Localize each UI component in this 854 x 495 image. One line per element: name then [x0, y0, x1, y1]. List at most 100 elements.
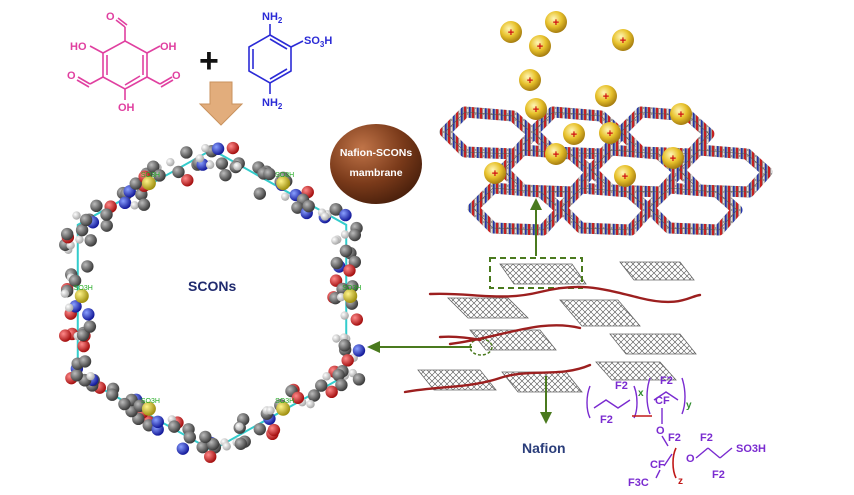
- ring-atom: [83, 320, 97, 333]
- ring-atom: [183, 431, 197, 444]
- cof-pore-edge: [472, 187, 562, 231]
- ring-atom: [180, 146, 193, 159]
- cation-charge: +: [622, 171, 628, 183]
- graphene-sheet: [499, 263, 587, 285]
- ring-atom: [253, 187, 266, 200]
- formula-f2-b: F2: [600, 414, 613, 426]
- ring-atom: [153, 169, 166, 182]
- ring-atom: [352, 344, 366, 357]
- graphene-sheet: [559, 299, 641, 327]
- ring-atom: [332, 368, 345, 382]
- ring-atom: [330, 203, 343, 216]
- formula-f3c: F3C: [628, 477, 649, 489]
- formula-cf: CF: [655, 395, 670, 407]
- cof-framework: [439, 106, 773, 236]
- ring-atom: [100, 219, 113, 232]
- ring-atom: [234, 437, 247, 450]
- ring-atom: [64, 303, 74, 312]
- synthesis-arrow: [198, 81, 244, 126]
- ring-atom: [266, 406, 275, 415]
- cation-sphere: [545, 11, 567, 33]
- ring-atom: [335, 378, 348, 392]
- membrane-label-line1: Nafion-SCONs: [340, 147, 412, 159]
- cation-charge: +: [553, 149, 559, 161]
- ring-atom: [77, 339, 90, 353]
- ring-atom: [196, 440, 209, 454]
- cation-sphere: [519, 69, 541, 91]
- ring-so3h-label: SO3H: [342, 285, 361, 292]
- cation-charge: +: [553, 17, 559, 29]
- monomer1-o-top: O: [106, 11, 115, 23]
- ring-atom: [332, 334, 341, 343]
- ring-atom: [205, 160, 215, 170]
- cation-sphere: [670, 103, 692, 125]
- ring-atom: [340, 230, 350, 239]
- sulfur-atom: [74, 289, 89, 303]
- cation-charge: +: [678, 109, 684, 121]
- graphene-sheet: [595, 361, 677, 381]
- ring-atom: [129, 177, 142, 190]
- ring-atom: [307, 389, 321, 402]
- cation-charge: +: [607, 128, 613, 140]
- ring-atom: [181, 174, 194, 187]
- cation-sphere: [484, 162, 506, 184]
- ring-atom: [72, 211, 81, 220]
- graphene-sheets: [417, 261, 697, 393]
- ring-atom: [320, 212, 330, 221]
- formula-f2-f: F2: [712, 469, 725, 481]
- cation-charge: +: [620, 35, 626, 47]
- formula-o1: O: [656, 425, 665, 437]
- ring-atom: [68, 274, 82, 287]
- graphene-sheet: [469, 329, 557, 351]
- cof-pore: [555, 182, 655, 236]
- ring-atom: [348, 228, 362, 242]
- ring-atom: [168, 420, 181, 433]
- ring-atom: [233, 162, 242, 171]
- ring-atom: [172, 165, 185, 179]
- monomer-diaminobenzenesulfonic-acid: [248, 24, 304, 94]
- ring-atom: [352, 373, 366, 386]
- formula-f2-e: F2: [700, 432, 713, 444]
- ring-atom: [79, 213, 93, 227]
- monomer1-oh-top-right: OH: [160, 41, 177, 53]
- monomer1-oh-bottom: OH: [118, 102, 135, 114]
- ring-atom: [199, 430, 212, 444]
- ring-atom: [329, 274, 343, 287]
- ring-atom: [118, 196, 132, 210]
- cation-charge: +: [537, 41, 543, 53]
- formula-cf2: CF: [650, 459, 665, 471]
- cation-charge: +: [571, 129, 577, 141]
- cation-sphere: [662, 147, 684, 169]
- ring-atom: [76, 328, 90, 342]
- ring-atom: [60, 227, 74, 241]
- ring-atom: [75, 235, 84, 244]
- cation-sphere: [614, 165, 636, 187]
- sulfur-atom: [141, 176, 156, 191]
- ring-atom: [330, 256, 343, 270]
- monomer1-oh-top-left: HO: [70, 41, 87, 53]
- monomer2-nh2-top: NH2: [262, 11, 283, 25]
- ring-atom: [341, 354, 354, 367]
- ring-atom: [253, 422, 266, 436]
- cation-spheres: ++++++++++++++: [484, 11, 692, 187]
- ring-atom: [211, 142, 225, 155]
- formula-f2-d: F2: [668, 432, 681, 444]
- monomer1-o-right: O: [172, 70, 181, 82]
- ring-atom: [267, 423, 281, 437]
- cation-sphere: [599, 122, 621, 144]
- cation-sphere: [563, 123, 585, 145]
- ring-atom: [204, 450, 217, 463]
- monomer2-so3h: SO3H: [304, 35, 332, 49]
- ring-atom: [147, 160, 160, 173]
- ring-atom: [343, 264, 356, 277]
- ring-atom: [105, 388, 119, 401]
- formula-f2-c: F2: [660, 375, 673, 387]
- graphene-sheet: [447, 297, 529, 319]
- zoom-circle: [469, 338, 493, 356]
- cation-charge: +: [508, 27, 514, 39]
- formula-y: y: [686, 400, 692, 411]
- formula-f2-a: F2: [615, 380, 628, 392]
- ring-atom: [59, 329, 72, 342]
- cation-charge: +: [670, 153, 676, 165]
